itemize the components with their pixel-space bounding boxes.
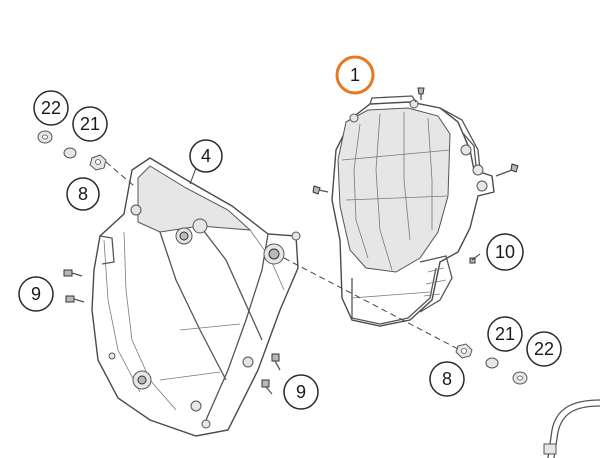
cable-connector [543,399,600,458]
assembly-line-main [283,257,461,351]
headlight-mask [91,157,301,437]
callout-10: 10 [486,233,524,271]
svg-text:8: 8 [78,184,88,204]
screws-9-bottom [261,353,281,395]
svg-text:21: 21 [80,114,100,134]
nut-8-left [89,154,107,171]
screw-top [417,87,425,100]
svg-text:10: 10 [495,242,515,262]
screw-right [495,163,519,177]
callout-22-left: 22 [33,90,69,126]
screw-left [312,185,329,195]
svg-text:22: 22 [41,98,61,118]
svg-text:21: 21 [495,324,515,344]
callout-21-left: 21 [72,106,108,142]
callout-8-right: 8 [429,361,465,397]
callout-1: 1 [335,55,375,95]
callout-9-left: 9 [18,276,54,312]
callout-4: 4 [189,139,223,173]
svg-text:4: 4 [201,146,211,166]
washer-22-left [37,130,53,144]
assembly-line-top [105,161,135,187]
nut-8-right [455,343,473,359]
screws-9-left [63,269,85,303]
svg-text:9: 9 [31,284,41,304]
callout-8-left: 8 [66,177,100,211]
svg-text:9: 9 [296,382,306,402]
svg-text:22: 22 [534,339,554,359]
washer-22-right [512,371,528,385]
washer-21-left [63,147,77,159]
svg-text:1: 1 [350,65,360,85]
callout-22-right: 22 [526,331,562,367]
callout-21-right: 21 [487,316,523,352]
svg-text:8: 8 [442,369,452,389]
washer-21-right [485,357,499,369]
headlight-unit [331,95,495,327]
callout-9-bottom: 9 [283,374,319,410]
